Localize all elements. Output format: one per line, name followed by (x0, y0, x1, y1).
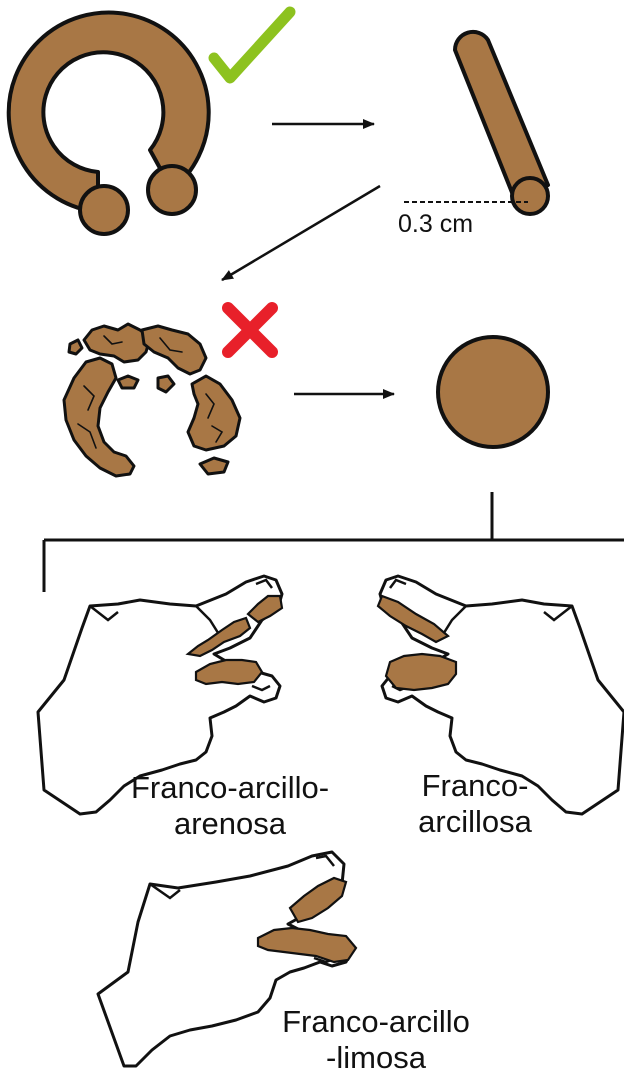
soil-ball (438, 337, 548, 447)
soil-ring (9, 13, 209, 234)
hand-clay-label: Franco- arcillosa (400, 768, 550, 840)
hand-sandy-label-line1: Franco-arcillo- (112, 770, 348, 806)
hand-silty-label: Franco-arcillo -limosa (264, 1004, 488, 1070)
check-icon (214, 12, 290, 78)
hand-clay-label-line1: Franco- (400, 768, 550, 804)
hand-sandy-label-line2: arenosa (112, 806, 348, 842)
soil-rod (455, 32, 548, 214)
hand-silty-label-line2: -limosa (264, 1040, 488, 1070)
branch-bracket (44, 492, 624, 592)
hand-sandy-label: Franco-arcillo- arenosa (112, 770, 348, 842)
soil-ring-right-end (148, 166, 196, 214)
measurement-label: 0.3 cm (398, 210, 473, 238)
hand-silty-label-line1: Franco-arcillo (264, 1004, 488, 1040)
hand-clay-label-line2: arcillosa (400, 804, 550, 840)
broken-soil-ring (64, 324, 240, 476)
soil-ring-left-end (80, 186, 128, 234)
cross-icon (228, 308, 272, 352)
arrow-rod-to-broken (222, 186, 380, 280)
